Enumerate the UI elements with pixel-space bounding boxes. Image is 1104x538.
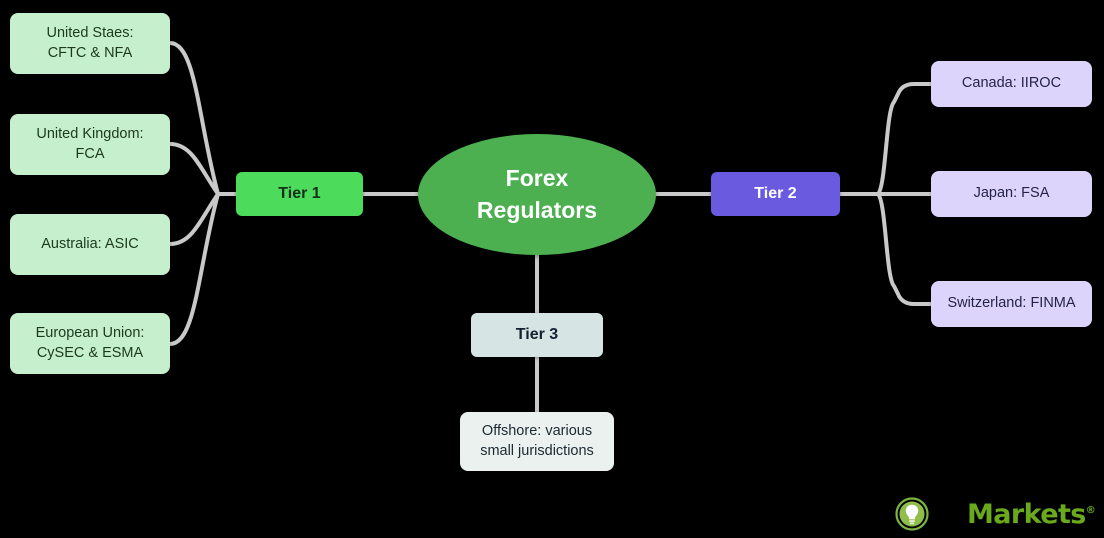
registered-trademark-icon: ® [1085,504,1096,516]
brand-wordmark: Markets® [967,498,1096,530]
node-japan[interactable]: Japan: FSA [931,171,1092,217]
node-tier-2[interactable]: Tier 2 [711,172,840,216]
edge-uk-to-tier1 [168,142,220,196]
node-tier-1-label: Tier 1 [278,185,321,203]
node-european-union[interactable]: European Union: CySEC & ESMA [10,313,170,374]
node-switzerland-label: Switzerland: FINMA [947,295,1076,312]
node-offshore-line1: Offshore: various [481,423,593,440]
node-forex-regulators-line2: Regulators [476,196,598,223]
edge-junction-to-canada [876,82,933,196]
node-united-states-line1: United Staes: [46,25,134,42]
node-switzerland[interactable]: Switzerland: FINMA [931,281,1092,327]
node-australia[interactable]: Australia: ASIC [10,214,170,275]
node-japan-label: Japan: FSA [973,185,1050,202]
lightbulb-circle-icon [895,497,929,531]
edge-us-to-tier1 [168,41,220,196]
node-canada-label: Canada: IIROC [961,75,1062,92]
node-forex-regulators[interactable]: Forex Regulators [418,134,656,255]
edge-junction-to-switzerland [876,192,933,306]
node-offshore-line2: small jurisdictions [480,442,594,459]
node-tier-3[interactable]: Tier 3 [471,313,603,357]
node-tier-3-label: Tier 3 [515,326,559,344]
node-united-states-line2: CFTC & NFA [47,44,133,61]
node-united-kingdom-line1: United Kingdom: [36,126,144,143]
node-united-kingdom[interactable]: United Kingdom: FCA [10,114,170,175]
brand-name: Markets [967,498,1086,530]
node-australia-label: Australia: ASIC [41,235,139,252]
node-tier-1[interactable]: Tier 1 [236,172,363,216]
node-canada[interactable]: Canada: IIROC [931,61,1092,107]
node-european-union-line2: CySEC & ESMA [36,344,144,361]
edge-eu-to-tier1 [168,192,220,346]
node-european-union-line1: European Union: [35,325,145,342]
node-united-states[interactable]: United Staes: CFTC & NFA [10,13,170,74]
node-offshore[interactable]: Offshore: various small jurisdictions [460,412,614,471]
node-forex-regulators-line1: Forex [505,164,569,191]
node-united-kingdom-line2: FCA [75,145,105,162]
edge-au-to-tier1 [168,192,220,246]
brand-logo: Markets® [895,497,1096,531]
node-tier-2-label: Tier 2 [754,185,797,203]
